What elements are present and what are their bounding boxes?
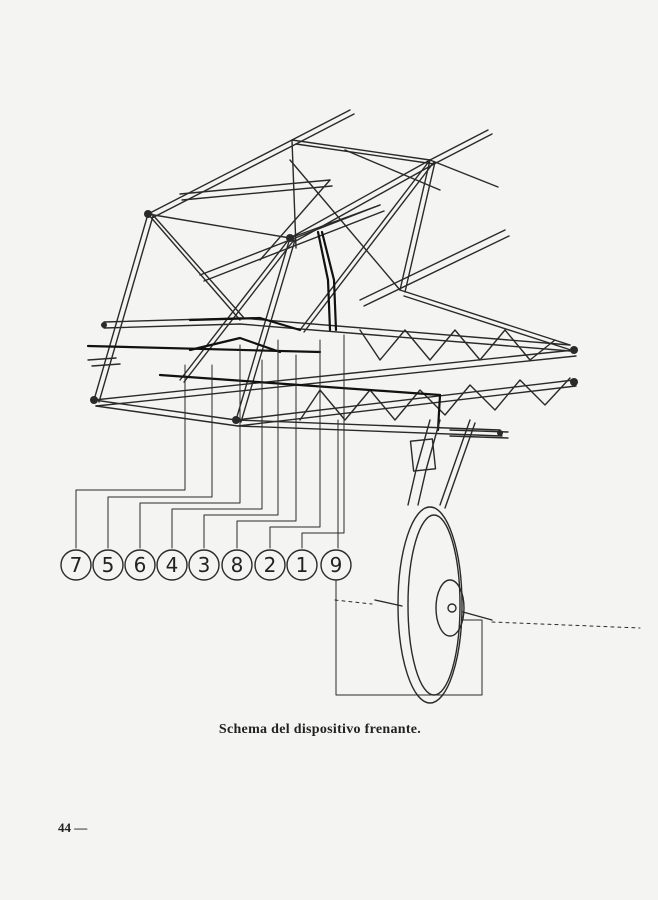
fuselage-truss (93, 109, 510, 423)
truss-joints (90, 210, 578, 436)
main-wheel (374, 506, 493, 704)
callout-2: 2 (264, 553, 277, 577)
callout-5: 5 (102, 553, 115, 577)
axis-dash-right (491, 621, 641, 629)
brake-linkage (86, 230, 442, 432)
lower-frame (87, 289, 577, 439)
axis-dash-left (334, 599, 373, 605)
callout-6: 6 (134, 553, 147, 577)
landing-gear (407, 419, 476, 509)
callout-4: 4 (166, 553, 179, 577)
callout-leaders (75, 334, 483, 696)
figure-caption: Schema del dispositivo frenante. (218, 722, 422, 737)
callout-8: 8 (231, 553, 244, 577)
callout-9: 9 (330, 553, 343, 577)
page-number: 44 — (58, 820, 88, 835)
callout-1: 1 (296, 553, 309, 577)
callout-3: 3 (198, 553, 211, 577)
callout-7: 7 (70, 553, 83, 577)
callout-circles (60, 549, 352, 581)
